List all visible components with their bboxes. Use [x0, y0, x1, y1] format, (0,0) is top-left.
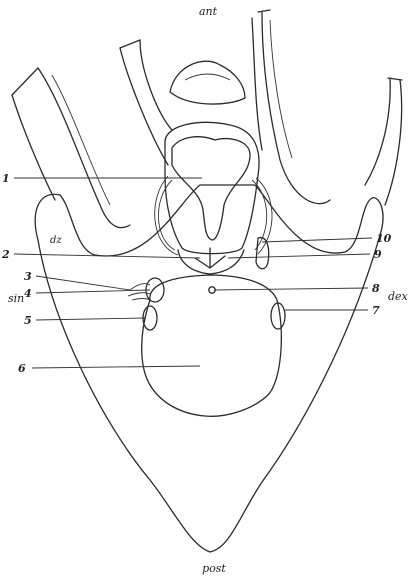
leader-4 — [36, 290, 150, 293]
label-3: 3 — [24, 270, 32, 283]
cardiac-cavity — [172, 137, 250, 240]
top-cap-fold — [185, 74, 230, 80]
body-outline — [35, 185, 383, 552]
left-limb-inner — [38, 68, 130, 228]
label-10: 10 — [376, 232, 392, 245]
inner-label-dz: dz — [50, 235, 62, 246]
label-9: 9 — [374, 248, 382, 261]
right-tube-inner — [252, 18, 262, 150]
leader-8 — [214, 288, 368, 290]
orientation-sinister: sin — [8, 292, 24, 305]
left-limb-outer — [12, 95, 55, 200]
right-arm-inner — [385, 80, 402, 205]
left-limb-upper — [12, 68, 38, 95]
label-8: 8 — [372, 282, 380, 295]
label-1: 1 — [2, 172, 10, 185]
orientation-posterior: post — [202, 562, 226, 575]
orientation-anterior: ant — [199, 5, 218, 18]
leader-6 — [32, 366, 200, 368]
leader-5 — [36, 318, 146, 320]
center-left-prong — [120, 48, 168, 165]
label-2: 2 — [1, 248, 10, 261]
right-tube-stub — [258, 10, 270, 12]
label-5: 5 — [24, 314, 32, 327]
center-left-prong-inner — [140, 40, 172, 130]
label-7: 7 — [372, 304, 380, 317]
leader-9 — [228, 254, 370, 258]
right-tube-outer — [262, 12, 330, 204]
center-left-prong-top — [120, 40, 140, 48]
orientation-dexter: dex — [388, 290, 409, 303]
label-6: 6 — [18, 362, 26, 375]
left-limb-strand — [52, 75, 110, 205]
top-cap — [170, 61, 245, 104]
right-arm-outer — [365, 78, 390, 185]
label-4: 4 — [24, 287, 32, 300]
right-tube-strand — [270, 20, 292, 158]
